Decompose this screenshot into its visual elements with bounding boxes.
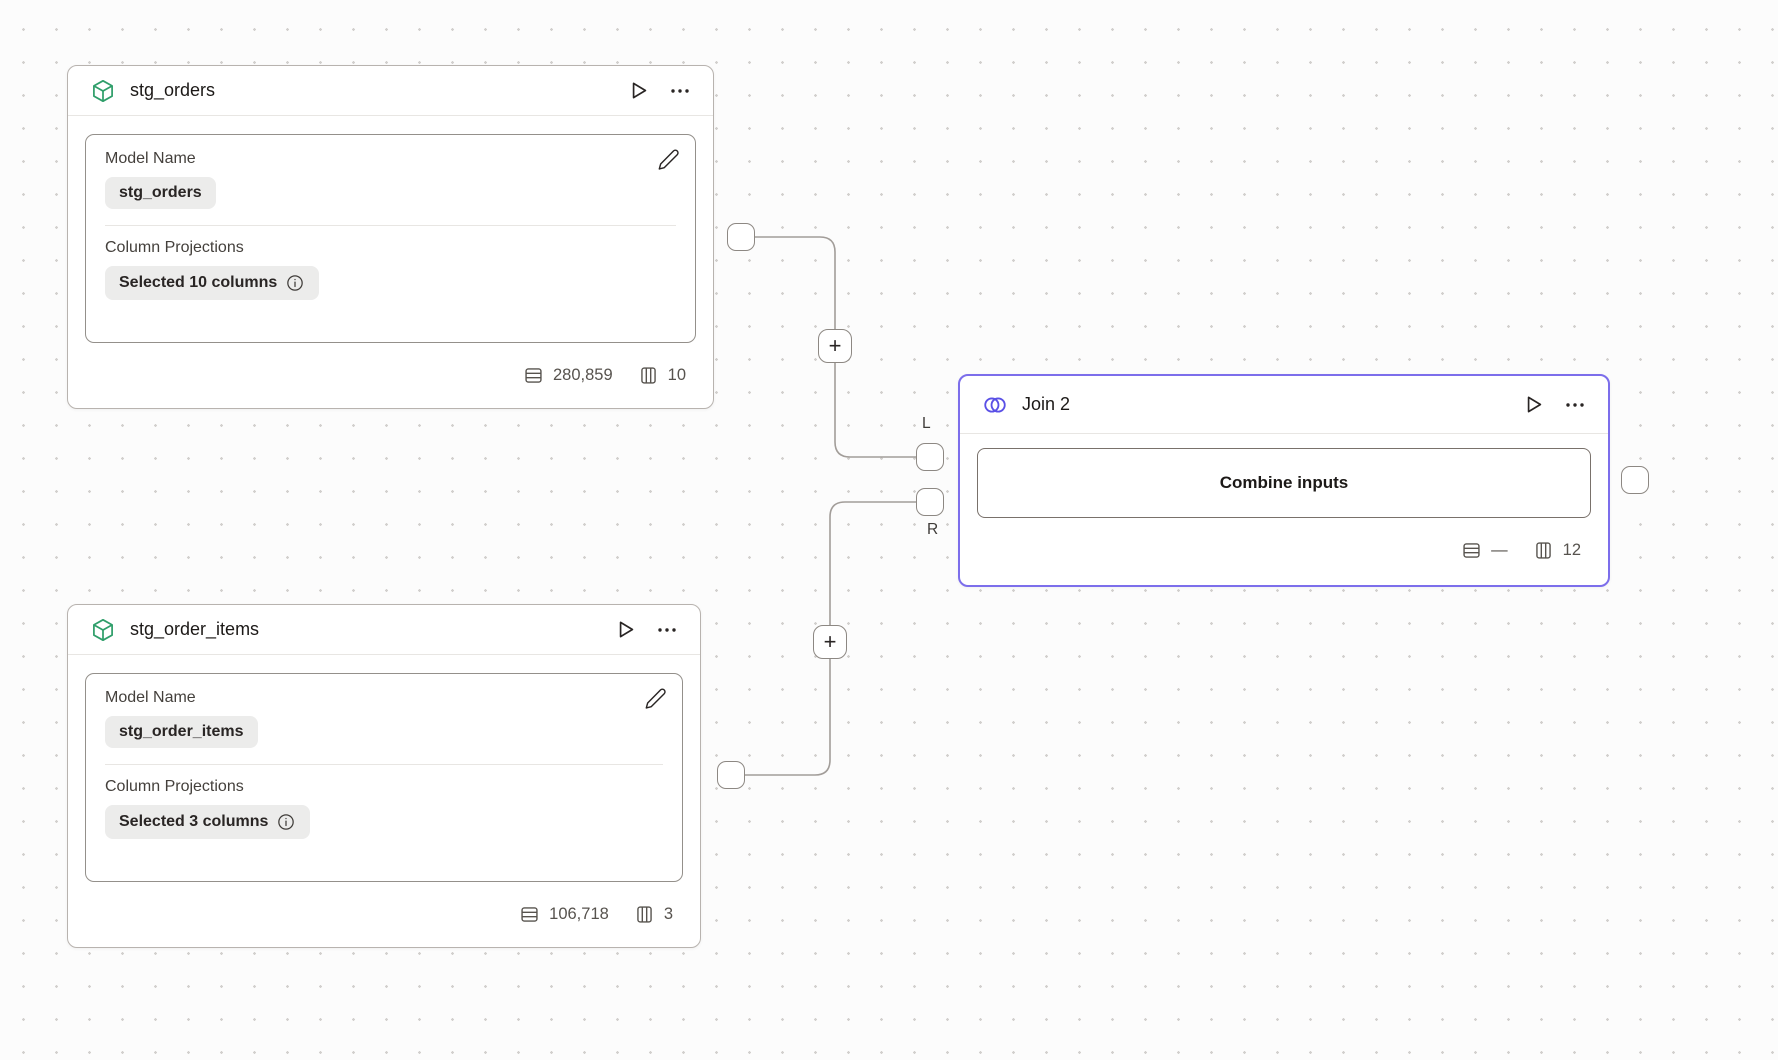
column-projections-label: Column Projections	[105, 778, 244, 795]
column-count-stat: 3	[634, 904, 673, 925]
node-title: Join 2	[1022, 394, 1071, 414]
row-count-stat: —	[1461, 540, 1508, 561]
ellipsis-icon	[1566, 402, 1570, 407]
info-icon[interactable]	[276, 812, 296, 832]
play-icon	[632, 82, 647, 99]
node-title: stg_order_items	[130, 619, 260, 639]
output-port-stg-order-items[interactable]	[717, 761, 745, 789]
column-projections-badge[interactable]: Selected 10 columns	[105, 266, 320, 300]
node-header: Join 2	[960, 376, 1608, 434]
node-footer: — 12	[960, 518, 1608, 582]
play-icon	[1527, 396, 1542, 413]
output-port-stg-orders[interactable]	[727, 223, 755, 251]
run-node-button[interactable]	[614, 618, 637, 641]
node-menu-button[interactable]	[669, 80, 691, 102]
rows-icon	[521, 907, 538, 922]
right-port-label: R	[927, 521, 939, 538]
node-stg-orders[interactable]: stg_orders Model Name	[67, 65, 714, 409]
model-name-badge[interactable]: stg_order_items	[105, 716, 258, 748]
column-count-value: 3	[663, 905, 673, 923]
run-node-button[interactable]	[627, 79, 650, 102]
columns-icon	[637, 906, 652, 923]
ellipsis-icon	[671, 88, 675, 93]
column-projections-badge[interactable]: Selected 3 columns	[105, 805, 311, 839]
column-projections-value: Selected 3 columns	[119, 813, 269, 830]
column-count-value: 10	[667, 366, 686, 384]
play-icon	[619, 621, 634, 638]
rows-icon	[525, 368, 542, 383]
run-node-button[interactable]	[1522, 393, 1545, 416]
node-join-2[interactable]: Join 2 Combine inputs	[958, 374, 1610, 587]
row-count-value: —	[1491, 540, 1508, 559]
join-output-port[interactable]	[1621, 466, 1649, 494]
join-left-input-port[interactable]	[916, 443, 944, 471]
columns-icon	[1535, 541, 1551, 559]
edit-model-name-button[interactable]	[644, 687, 667, 710]
node-footer: 280,859 10	[68, 343, 713, 408]
node-header: stg_orders	[68, 66, 713, 116]
rows-icon	[1463, 542, 1480, 558]
column-projections-label: Column Projections	[105, 239, 244, 256]
add-step-on-right-edge-button[interactable]: +	[813, 625, 847, 659]
row-count-value: 280,859	[552, 366, 613, 384]
row-count-stat: 280,859	[523, 365, 613, 386]
ellipsis-icon	[658, 627, 662, 632]
model-cube-icon	[90, 78, 116, 104]
node-config-card: Model Name stg_orders Column Projections…	[85, 134, 696, 343]
pencil-icon	[645, 688, 666, 709]
row-count-value: 106,718	[549, 905, 609, 923]
node-title: stg_orders	[130, 80, 216, 100]
join-right-input-port[interactable]	[916, 488, 944, 516]
node-config-card: Model Name stg_order_items Column Projec…	[85, 673, 683, 882]
node-header: stg_order_items	[68, 605, 700, 655]
column-projections-value: Selected 10 columns	[119, 274, 278, 291]
divider	[105, 225, 676, 226]
model-name-label: Model Name	[105, 150, 196, 167]
model-name-label: Model Name	[105, 689, 196, 706]
add-step-on-left-edge-button[interactable]: +	[818, 329, 852, 363]
column-count-stat: 10	[638, 365, 686, 386]
node-footer: 106,718 3	[68, 882, 700, 947]
divider	[105, 764, 663, 765]
info-icon[interactable]	[285, 273, 305, 293]
node-stg-order-items[interactable]: stg_order_items Model Name	[67, 604, 701, 948]
edit-model-name-button[interactable]	[657, 148, 680, 171]
node-menu-button[interactable]	[656, 619, 678, 641]
join-venn-icon	[982, 392, 1008, 418]
model-cube-icon	[90, 617, 116, 643]
node-menu-button[interactable]	[1564, 394, 1586, 416]
left-port-label: L	[922, 415, 931, 432]
combine-inputs-button[interactable]: Combine inputs	[977, 448, 1591, 518]
column-count-stat: 12	[1533, 540, 1581, 561]
model-name-badge[interactable]: stg_orders	[105, 177, 216, 209]
columns-icon	[640, 367, 656, 384]
column-count-value: 12	[1562, 540, 1581, 559]
row-count-stat: 106,718	[519, 904, 609, 925]
pencil-icon	[658, 149, 679, 170]
